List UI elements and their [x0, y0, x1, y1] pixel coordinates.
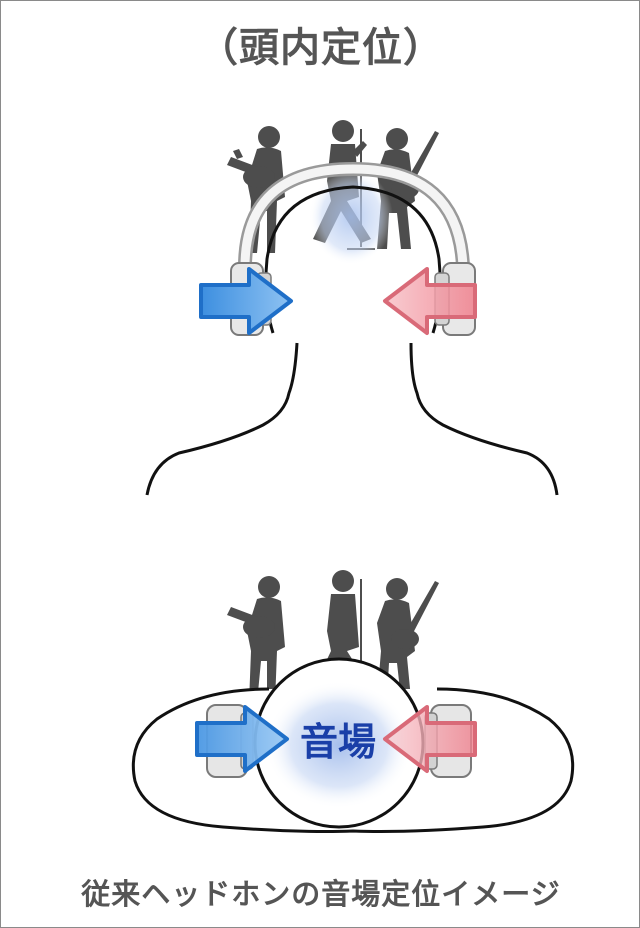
soundfield-label: 音場 — [300, 720, 376, 764]
front-view — [145, 120, 559, 496]
guitarist-silhouette-2 — [227, 576, 285, 703]
soundfield-glow-top-down — [265, 681, 413, 809]
diagram-caption: 従来ヘッドホンの音場定位イメージ — [81, 877, 561, 911]
blue-arrow-right-top-down — [195, 705, 289, 773]
shoulder-left — [145, 342, 299, 496]
shoulder-right — [409, 342, 559, 496]
soundfield-glow-front — [309, 169, 393, 265]
top-down-view: 音場 — [131, 570, 575, 833]
pink-arrow-left-top-down — [383, 705, 477, 773]
diagram-heading: （頭内定位） — [198, 25, 444, 71]
pink-arrow-left — [383, 267, 477, 335]
blue-arrow-right — [199, 267, 293, 335]
